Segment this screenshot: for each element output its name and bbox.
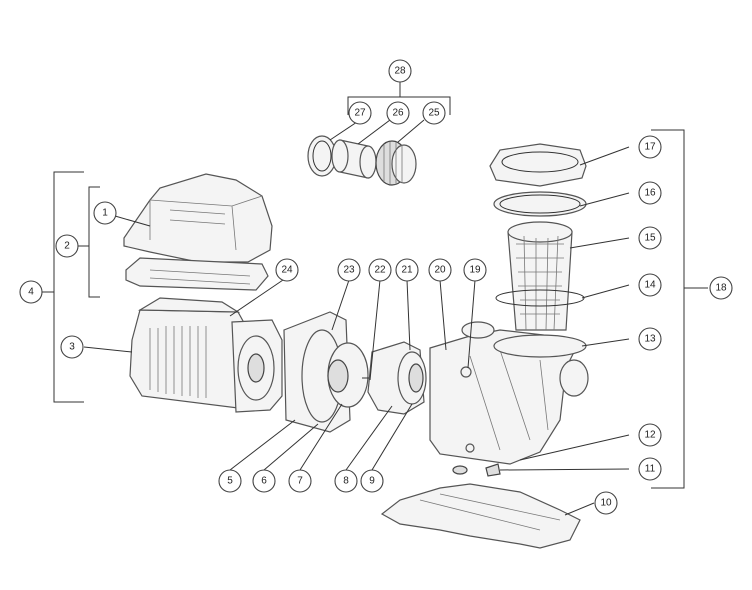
union-tailpiece-26	[331, 139, 377, 179]
bracket-group-18	[651, 129, 708, 489]
callout-11: 11	[638, 457, 662, 481]
callout-23: 23	[337, 258, 361, 282]
callout-26: 26	[386, 101, 410, 125]
lid-oring-16	[493, 191, 587, 217]
callout-21-label: 21	[401, 265, 413, 276]
callout-1-label: 1	[102, 208, 108, 219]
base-10	[380, 483, 581, 549]
callout-24-label: 24	[281, 265, 293, 276]
callout-14-label: 14	[644, 280, 656, 291]
callout-5: 5	[218, 469, 242, 493]
drain-plug-11	[485, 463, 501, 477]
callout-17-label: 17	[644, 142, 656, 153]
callout-3-label: 3	[69, 342, 75, 353]
impeller-7	[327, 342, 369, 408]
callout-12: 12	[638, 423, 662, 447]
callout-10: 10	[594, 491, 618, 515]
callout-28-label: 28	[394, 66, 406, 77]
callout-14: 14	[638, 273, 662, 297]
strainer-basket-15	[507, 221, 573, 331]
motor-3	[129, 297, 283, 413]
drive-base	[125, 257, 269, 291]
callout-25: 25	[422, 101, 446, 125]
lid-17	[489, 143, 587, 187]
callout-22: 22	[368, 258, 392, 282]
callout-5-label: 5	[227, 476, 233, 487]
callout-13-label: 13	[644, 334, 656, 345]
callout-15-label: 15	[644, 233, 656, 244]
union-oring-27	[307, 135, 337, 177]
leader-lines	[83, 119, 630, 516]
callout-6: 6	[252, 469, 276, 493]
callout-9: 9	[360, 469, 384, 493]
callout-8-label: 8	[343, 476, 349, 487]
callout-19-label: 19	[469, 265, 481, 276]
union-nut-25	[375, 140, 417, 186]
bracket-group-4	[42, 171, 84, 403]
seal-plate-5	[283, 311, 351, 433]
callout-18: 18	[709, 276, 733, 300]
callout-2: 2	[55, 234, 79, 258]
strainer-oring-14	[495, 289, 585, 307]
callout-13: 13	[638, 327, 662, 351]
diffuser-21	[367, 341, 427, 415]
callout-22-label: 22	[374, 265, 386, 276]
callout-1: 1	[93, 201, 117, 225]
callout-7: 7	[288, 469, 312, 493]
callout-10-label: 10	[600, 498, 612, 509]
callout-3: 3	[60, 335, 84, 359]
callout-18-label: 18	[715, 283, 727, 294]
callout-27: 27	[348, 101, 372, 125]
callout-23-label: 23	[343, 265, 355, 276]
callout-17: 17	[638, 135, 662, 159]
callout-9-label: 9	[369, 476, 375, 487]
housing-oring-13	[493, 334, 587, 358]
callout-6-label: 6	[261, 476, 267, 487]
callout-19: 19	[463, 258, 487, 282]
bracket-group-28	[347, 82, 451, 115]
callout-8: 8	[334, 469, 358, 493]
callout-16: 16	[638, 181, 662, 205]
drain-plug-12	[452, 465, 468, 475]
callout-27-label: 27	[354, 108, 366, 119]
callout-20-label: 20	[434, 265, 446, 276]
callout-28: 28	[388, 59, 412, 83]
motor-cover-1	[123, 173, 273, 263]
callout-4-label: 4	[28, 287, 34, 298]
callout-16-label: 16	[644, 188, 656, 199]
callout-4: 4	[19, 280, 43, 304]
callout-11-label: 11	[645, 464, 656, 475]
callout-26-label: 26	[392, 108, 404, 119]
callout-15: 15	[638, 226, 662, 250]
callout-2-label: 2	[64, 241, 70, 252]
callout-12-label: 12	[644, 430, 656, 441]
callout-20: 20	[428, 258, 452, 282]
callout-21: 21	[395, 258, 419, 282]
callout-24: 24	[275, 258, 299, 282]
callout-7-label: 7	[297, 476, 303, 487]
bracket-group-2	[78, 186, 100, 298]
pump-housing-20	[429, 321, 589, 465]
callout-25-label: 25	[428, 108, 440, 119]
